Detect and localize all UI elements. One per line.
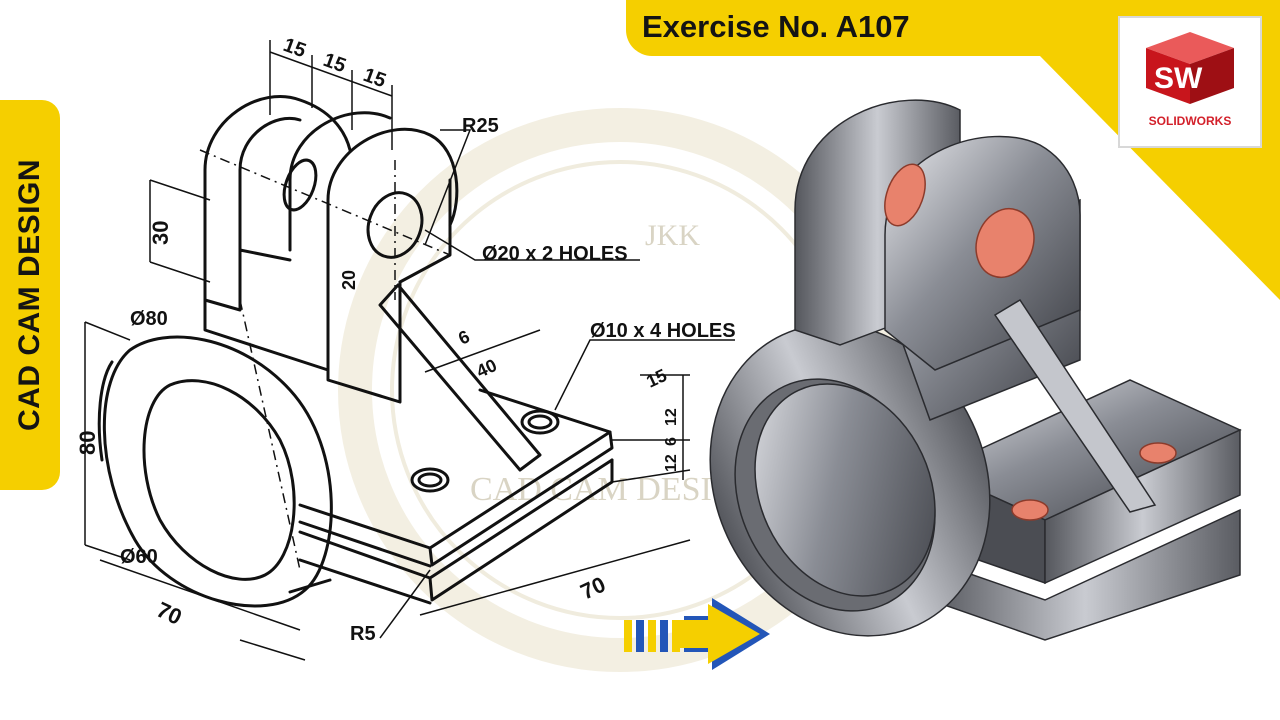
- dim-20: 20: [339, 270, 359, 290]
- dim-r25: R25: [462, 115, 499, 137]
- dim-80: 80: [75, 431, 100, 455]
- drawing-clevis-rear: [203, 95, 352, 302]
- dim-30: 30: [148, 221, 173, 245]
- watermark-initials: JKK: [645, 219, 700, 252]
- drawing-rib: [378, 283, 542, 472]
- drawing-clevis-front: [326, 127, 459, 258]
- render-pin-hole-front: [975, 207, 1035, 279]
- dim-holes-10: Ø10 x 4 HOLES: [590, 320, 736, 342]
- sidebar-tab: [0, 100, 60, 490]
- render-hole-1: [1011, 499, 1049, 521]
- right-arrow-icon: [624, 598, 770, 670]
- dim-12-b: 12: [663, 454, 680, 472]
- dim-12-a: 12: [663, 408, 680, 426]
- drawing-upright: [326, 254, 402, 404]
- drawing-pin-hole: [366, 191, 424, 259]
- dim-r5: R5: [350, 623, 376, 645]
- dim-holes-20: Ø20 x 2 HOLES: [482, 243, 628, 265]
- dim-dia-60: Ø60: [120, 546, 158, 568]
- logo-wordmark: SOLIDWORKS: [1148, 114, 1232, 128]
- dim-6-b: 6: [663, 437, 680, 446]
- drawing-hole-2: [520, 409, 560, 435]
- logo-letters: SW: [1154, 62, 1203, 95]
- drawing-ring-inner: [142, 379, 296, 581]
- render-rib: [993, 298, 1157, 513]
- drawing-hole-1: [410, 467, 450, 493]
- render-hole-2: [1139, 442, 1177, 464]
- dim-dia-80: Ø80: [130, 308, 168, 330]
- solidworks-cube-icon: SW: [1146, 32, 1234, 104]
- render-pin-hole-rear: [884, 163, 926, 227]
- drawing-ring-outer: [102, 335, 333, 608]
- page-title: Exercise No. A107: [642, 9, 910, 44]
